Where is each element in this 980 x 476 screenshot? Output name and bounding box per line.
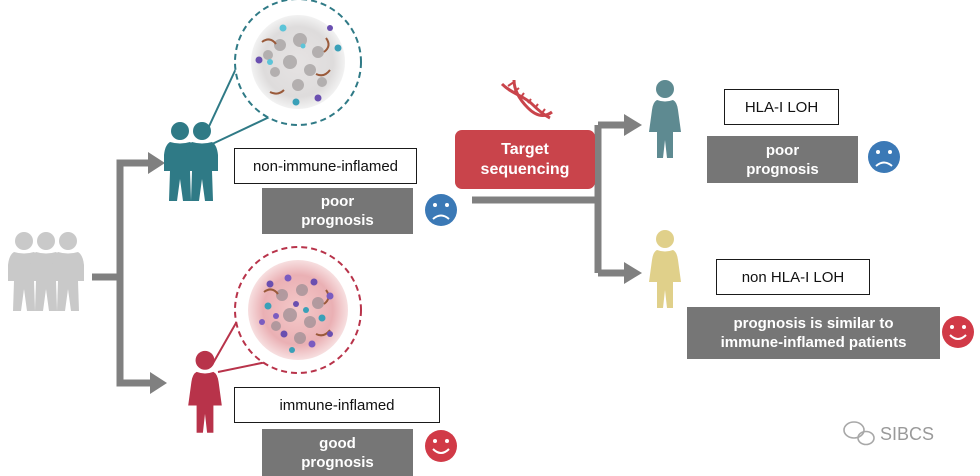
watermark-text: SIBCS bbox=[880, 424, 935, 444]
hla-loh-patient-icon bbox=[649, 80, 681, 158]
step-line-2: sequencing bbox=[480, 160, 570, 178]
arrowheads bbox=[148, 114, 642, 394]
non-hla-loh-patient-icon bbox=[649, 230, 681, 308]
outcome-line-2: prognosis bbox=[301, 212, 374, 229]
non-immune-inflamed-label: non-immune-inflamed bbox=[234, 148, 417, 184]
outcome-line-1: poor bbox=[765, 141, 800, 159]
non-hla-loh-outcome-box: prognosis is similar to immune-inflamed … bbox=[687, 307, 940, 359]
sad-face-icon bbox=[425, 194, 457, 226]
non-hla-loh-label: non HLA-I LOH bbox=[716, 259, 870, 295]
outcome-line-1: good bbox=[319, 434, 356, 452]
happy-face-icon bbox=[425, 430, 457, 462]
immune-outcome-box: good prognosis bbox=[262, 429, 413, 476]
non-immune-outcome-box: poor prognosis bbox=[262, 188, 413, 234]
dna-icon bbox=[500, 79, 553, 120]
outcome-line-2: prognosis bbox=[746, 160, 819, 178]
outcome-line-2: prognosis bbox=[301, 453, 374, 471]
connector-lines bbox=[92, 121, 626, 387]
happy-face-icon bbox=[942, 316, 974, 348]
patient-population-icon bbox=[8, 232, 84, 311]
outcome-line-1: poor bbox=[320, 193, 355, 210]
immune-inflamed-label: immune-inflamed bbox=[234, 387, 440, 423]
wechat-icon bbox=[843, 421, 875, 446]
hla-loh-label: HLA-I LOH bbox=[724, 89, 839, 125]
target-sequencing-box: Target sequencing bbox=[455, 130, 595, 189]
non-inflamed-tumor-image bbox=[234, 0, 362, 126]
outcome-line-1: prognosis is similar to bbox=[733, 315, 894, 332]
immune-inflamed-patient-icon bbox=[188, 350, 222, 433]
inflamed-tumor-image bbox=[234, 246, 362, 374]
non-immune-inflamed-patients-icon bbox=[164, 122, 218, 201]
outcome-line-2: immune-inflamed patients bbox=[720, 334, 907, 351]
step-line-1: Target bbox=[501, 140, 549, 158]
sad-face-icon bbox=[868, 141, 900, 173]
hla-loh-outcome-box: poor prognosis bbox=[707, 136, 858, 183]
